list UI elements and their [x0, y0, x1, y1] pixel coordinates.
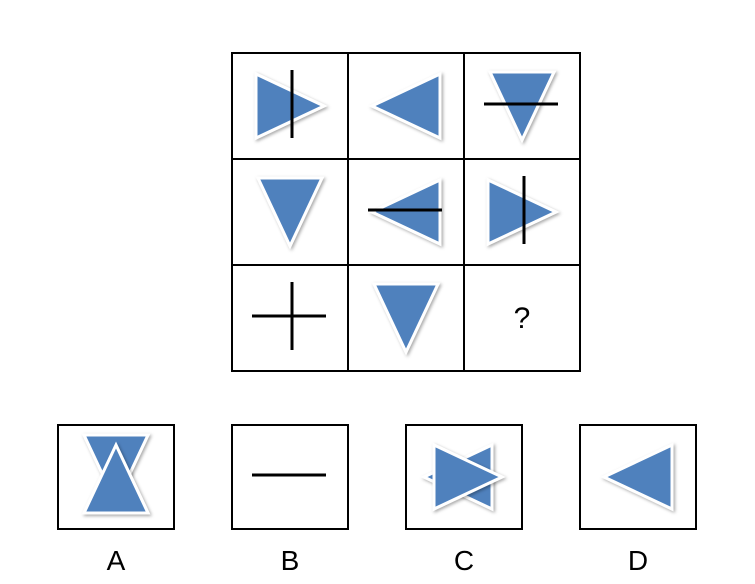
- puzzle-grid: ?: [231, 52, 581, 372]
- grid-cell-2-1: [231, 158, 349, 266]
- grid-cell-border: [463, 264, 581, 372]
- option-b[interactable]: B: [231, 424, 349, 576]
- cell-2-2-triangle-left: [368, 177, 442, 247]
- cell-1-2-triangle-left: [368, 71, 442, 141]
- option-box[interactable]: [231, 424, 349, 530]
- grid-cell-2-3: [463, 158, 581, 266]
- option-d-triangle-left: [600, 442, 674, 512]
- cell-1-3-triangle-down: [487, 70, 557, 144]
- option-a-triangle-up: [81, 441, 151, 515]
- option-c[interactable]: C: [405, 424, 523, 576]
- answer-options: A B C D: [57, 424, 697, 576]
- question-mark: ?: [514, 302, 531, 335]
- option-label: D: [628, 545, 648, 576]
- option-a[interactable]: A: [57, 424, 175, 576]
- grid-cell-3-3: ?: [463, 264, 581, 372]
- option-label: B: [281, 545, 300, 576]
- grid-cell-border: [231, 264, 349, 372]
- grid-cell-3-2: [347, 264, 465, 372]
- option-label: C: [454, 545, 474, 576]
- cell-3-2-triangle-down: [371, 282, 441, 356]
- grid-cell-2-2: [347, 158, 465, 266]
- grid-cell-1-2: [347, 52, 465, 160]
- option-label: A: [107, 545, 126, 576]
- grid-cell-3-1: [231, 264, 349, 372]
- cell-2-3-triangle-right: [486, 177, 560, 247]
- option-c-triangle-right: [432, 442, 506, 512]
- grid-cell-1-1: [231, 52, 349, 160]
- option-d[interactable]: D: [579, 424, 697, 576]
- grid-cell-1-3: [463, 52, 581, 160]
- cell-1-1-triangle-right: [254, 71, 328, 141]
- cell-2-1-triangle-down: [255, 176, 325, 250]
